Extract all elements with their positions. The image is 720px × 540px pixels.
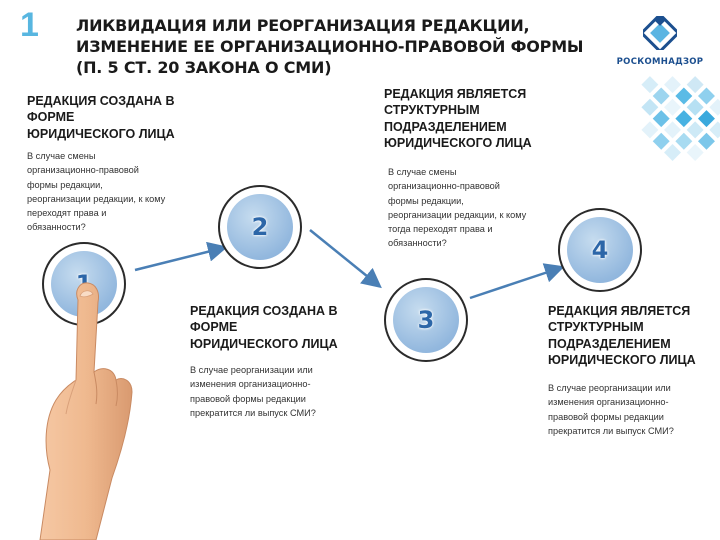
slide-number: 1 xyxy=(20,6,39,44)
step-4-text: В случае реорганизации или изменения орг… xyxy=(548,383,674,436)
step-2-text: В случае реорганизации или изменения орг… xyxy=(190,365,316,418)
logo: РОСКОМНАДЗОР xyxy=(608,12,712,67)
step-4-node: 4 xyxy=(558,208,642,292)
step-3-number: 3 xyxy=(393,287,459,353)
arrow-1-2 xyxy=(134,241,228,272)
step-2-number: 2 xyxy=(227,194,293,260)
step-4-heading: РЕДАКЦИЯ ЯВЛЯЕТСЯ СТРУКТУРНЫМ ПОДРАЗДЕЛЕ… xyxy=(548,304,696,367)
step-1-heading: РЕДАКЦИЯ СОЗДАНА В ФОРМЕ ЮРИДИЧЕСКОГО ЛИ… xyxy=(27,94,175,141)
logo-text: РОСКОМНАДЗОР xyxy=(616,57,704,67)
step-3-heading: РЕДАКЦИЯ ЯВЛЯЕТСЯ СТРУКТУРНЫМ ПОДРАЗДЕЛЕ… xyxy=(384,87,532,150)
arrow-3-4 xyxy=(469,263,565,300)
step-3-text: В случае смены организационно-правовой ф… xyxy=(388,167,527,249)
arrow-2-3 xyxy=(309,229,382,289)
roskomnadzor-logo-icon xyxy=(639,12,681,54)
step-2-node: 2 xyxy=(218,185,302,269)
step-3-node: 3 xyxy=(384,278,468,362)
decorative-squares xyxy=(641,76,720,162)
step-2-heading: РЕДАКЦИЯ СОЗДАНА В ФОРМЕ ЮРИДИЧЕСКОГО ЛИ… xyxy=(190,304,338,351)
step-4-number: 4 xyxy=(567,217,633,283)
step-1-text: В случае смены организационно-правовой ф… xyxy=(27,151,166,233)
page-title: ЛИКВИДАЦИЯ ИЛИ РЕОРГАНИЗАЦИЯ РЕДАКЦИИ, И… xyxy=(76,16,584,77)
